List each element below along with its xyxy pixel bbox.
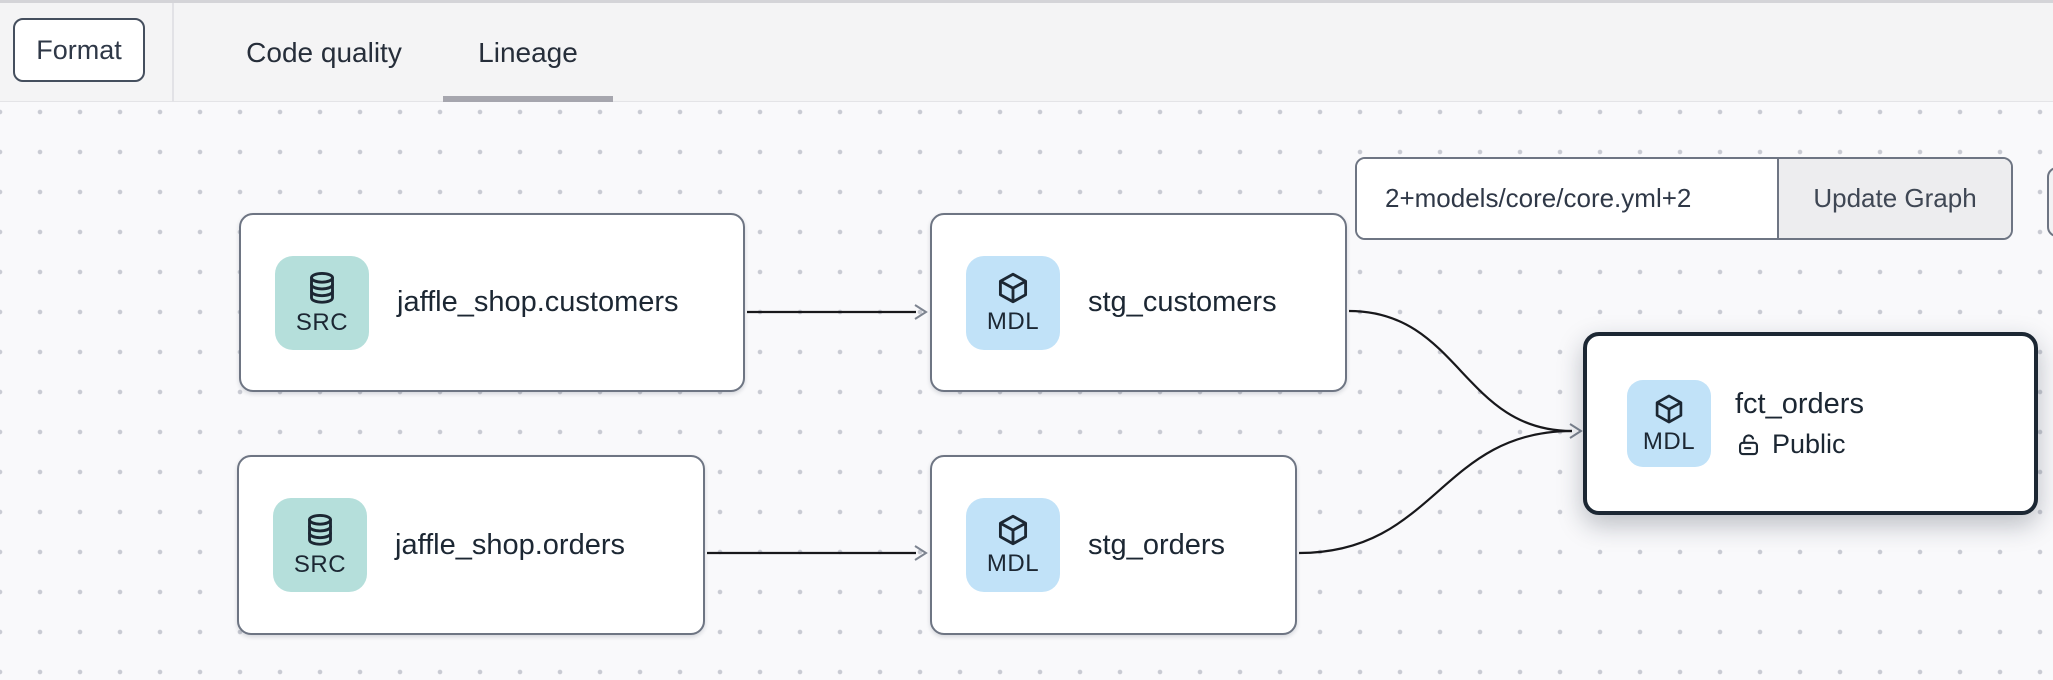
node-stg-customers[interactable]: MDL stg_customers [930, 213, 1347, 392]
tab-lineage[interactable]: Lineage [478, 36, 578, 68]
badge-label: MDL [986, 307, 1040, 335]
selector-input[interactable] [1357, 159, 1777, 238]
node-jaffle-shop-orders[interactable]: SRC jaffle_shop.orders [237, 455, 705, 635]
source-badge: SRC [273, 498, 367, 592]
pane-header: Format Code quality Lineage [0, 3, 2053, 102]
source-badge: SRC [275, 255, 369, 350]
node-label: jaffle_shop.customers [397, 286, 679, 318]
node-label: fct_orders [1735, 387, 1864, 420]
clipped-right-control[interactable] [2047, 167, 2053, 237]
node-fct-orders[interactable]: MDL fct_orders Public [1583, 332, 2038, 515]
badge-label: MDL [986, 550, 1040, 577]
model-badge: MDL [966, 498, 1060, 592]
badge-label: SRC [293, 551, 347, 578]
cube-icon [1655, 394, 1683, 423]
node-stg-orders[interactable]: MDL stg_orders [930, 455, 1297, 635]
model-badge: MDL [966, 255, 1060, 350]
database-icon [310, 271, 334, 304]
database-icon [308, 514, 332, 546]
node-jaffle-shop-customers[interactable]: SRC jaffle_shop.customers [239, 213, 745, 392]
cube-icon [998, 514, 1028, 546]
format-button[interactable]: Format [13, 18, 145, 82]
node-label: jaffle_shop.orders [395, 528, 626, 561]
node-label: stg_customers [1088, 286, 1277, 318]
update-graph-button[interactable]: Update Graph [1777, 159, 2011, 238]
badge-label: SRC [295, 308, 349, 336]
badge-label: MDL [1642, 427, 1696, 455]
model-badge: MDL [1627, 380, 1711, 467]
node-text: fct_orders Public [1735, 388, 1864, 460]
access-row: Public [1735, 429, 1864, 460]
active-tab-indicator [443, 96, 613, 102]
header-divider [172, 3, 174, 102]
cube-icon [998, 272, 1028, 303]
pane-top-divider [0, 0, 2053, 3]
unlock-icon [1738, 433, 1759, 455]
lineage-selector-group: Update Graph [1355, 157, 2013, 240]
tab-code-quality[interactable]: Code quality [246, 36, 402, 68]
access-label: Public [1772, 428, 1846, 459]
node-label: stg_orders [1088, 528, 1226, 561]
